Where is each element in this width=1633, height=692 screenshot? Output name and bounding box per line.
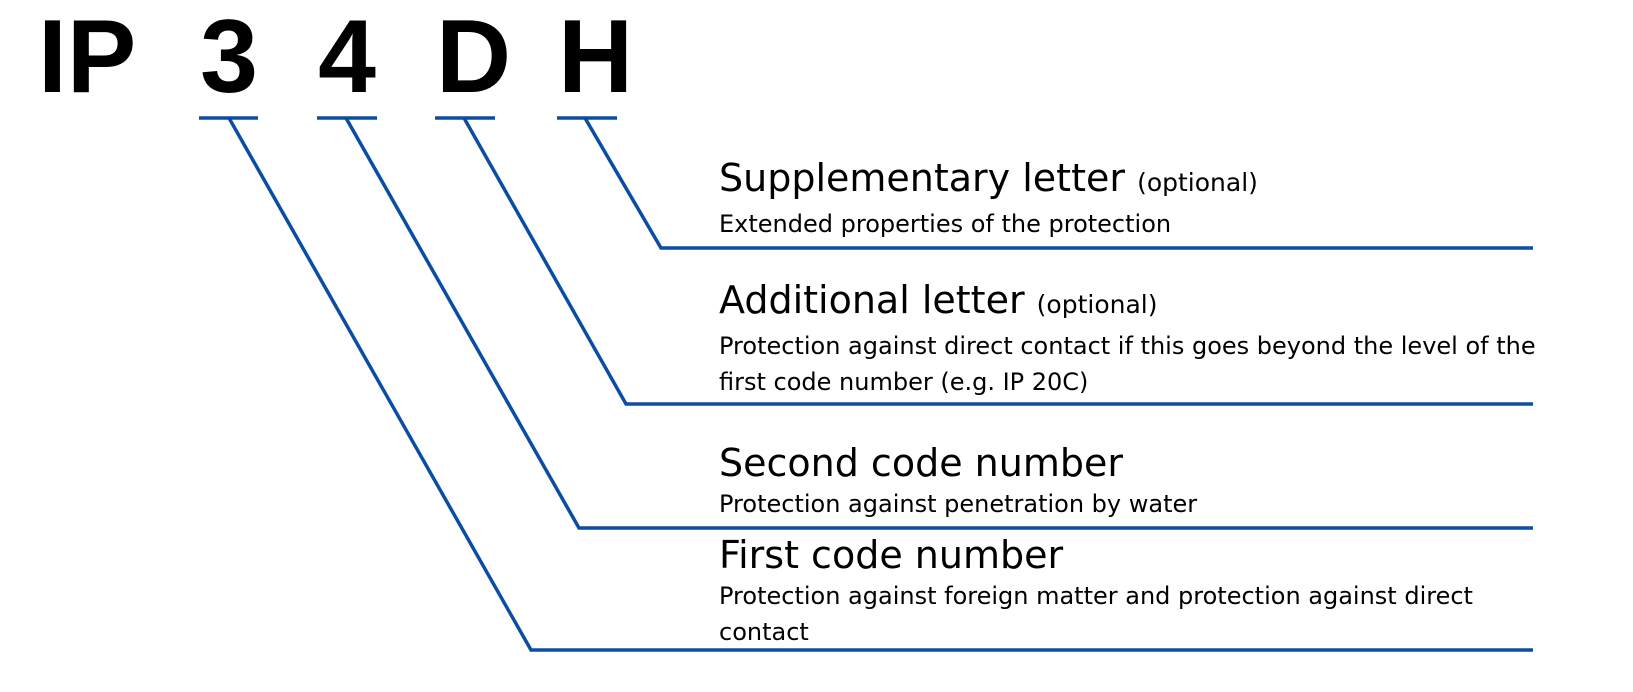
supplementary-letter-title: Supplementary letter [719,156,1125,200]
leader-first-code [227,117,1533,652]
supplementary-letter-title-row: Supplementary letter (optional) [719,155,1539,206]
additional-letter-optional: (optional) [1036,290,1158,319]
second-code-number-title: Second code number [719,441,1123,485]
second-code-number-block: Second code number Protection against pe… [719,440,1539,522]
supplementary-letter-block: Supplementary letter (optional) Extended… [719,155,1539,242]
first-code-number-description: Protection against foreign matter and pr… [719,582,1473,646]
code-prefix: IP [38,0,137,115]
second-code-number-char: 4 [318,0,376,115]
leader-supplementary-letter [583,117,1533,250]
leader-second-code [344,117,1533,530]
first-code-number-block: First code number Protection against for… [719,532,1539,650]
first-code-number-char: 3 [200,0,258,115]
leader-additional-letter [462,117,1533,406]
additional-letter-block: Additional letter (optional) Protection … [719,277,1539,400]
additional-letter-description: Protection against direct contact if thi… [719,332,1536,396]
supplementary-letter-optional: (optional) [1137,168,1258,197]
second-code-number-description: Protection against penetration by water [719,490,1198,518]
supplementary-letter-description: Extended properties of the protection [719,210,1172,238]
additional-letter-title: Additional letter [719,278,1025,322]
first-code-number-title: First code number [719,533,1064,577]
additional-letter-title-row: Additional letter (optional) [719,277,1539,328]
